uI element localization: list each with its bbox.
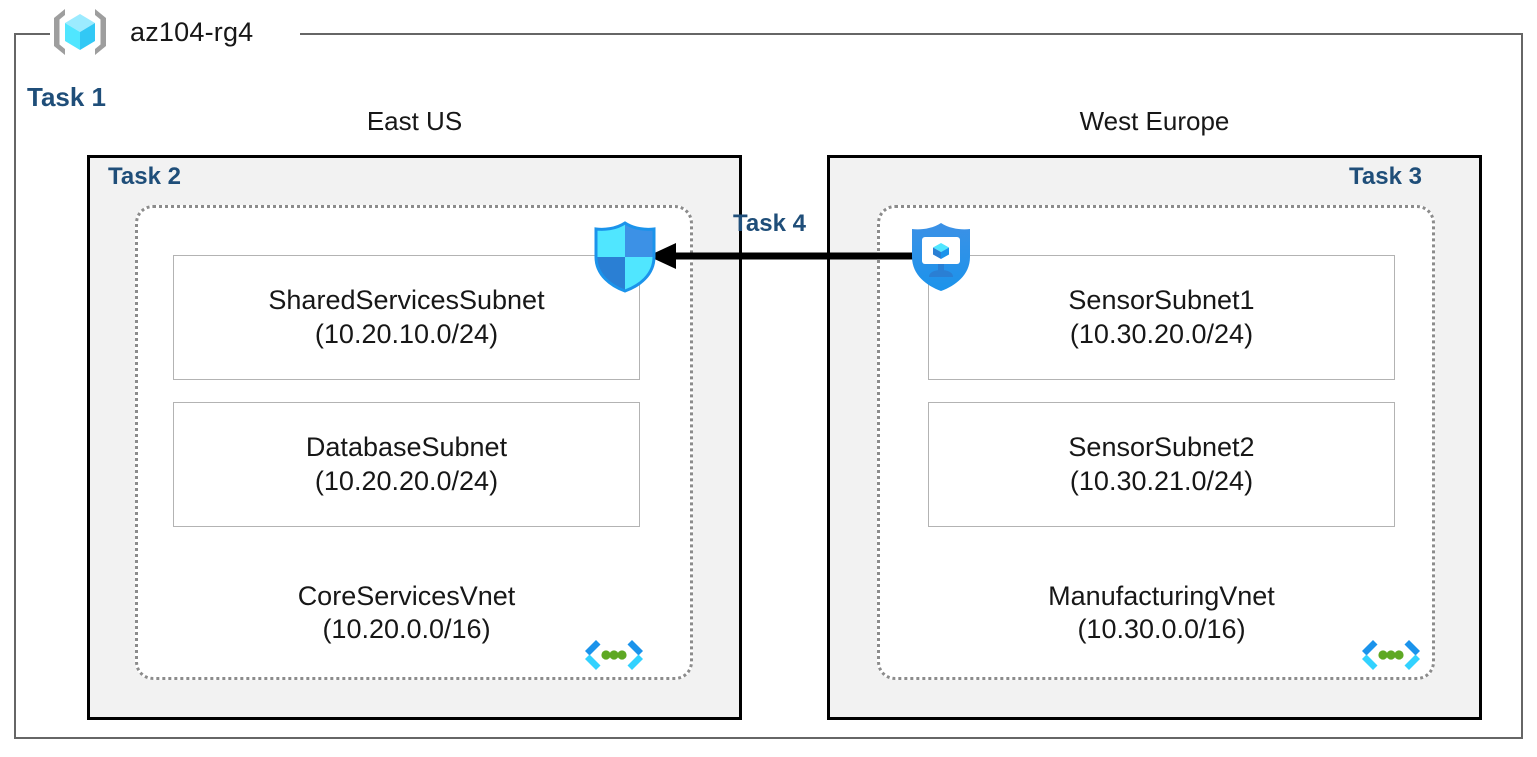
vnet-peering-arrow [630,236,930,276]
subnet-cidr: (10.30.21.0/24) [1069,465,1254,496]
vnet-name-text: ManufacturingVnet [1048,581,1275,611]
task-label-3: Task 3 [1349,163,1422,190]
subnet-name: DatabaseSubnet [305,432,508,463]
subnet-name: SensorSubnet1 [1068,285,1255,316]
vnet-address-space: (10.30.0.0/16) [1077,614,1246,645]
subnet-box-sensorsubnet1: SensorSubnet1 (10.30.20.0/24) [928,255,1395,380]
resource-group-header: az104-rg4 [48,2,253,62]
resource-group-name: az104-rg4 [130,16,254,47]
defender-monitor-shield-icon [908,221,974,293]
subnet-box-sharedservicessubnet: SharedServicesSubnet (10.20.10.0/24) [173,255,640,380]
task-label-1: Task 1 [27,82,107,112]
vnet-name-text: CoreServicesVnet [297,581,516,611]
task-label-4: Task 4 [733,210,806,237]
resource-group-frame-top-right [300,33,1523,35]
region-caption-west-europe: West Europe [1079,106,1230,136]
resource-group-cube-icon [48,4,112,60]
network-security-group-shield-icon [592,221,658,293]
subnet-cidr: (10.20.10.0/24) [314,318,499,349]
region-caption-east-us: East US [366,106,463,136]
vnet-name-coreservicesvnet: CoreServicesVnet (10.20.0.0/16) [173,580,640,647]
virtual-network-icon [578,634,650,684]
subnet-box-sensorsubnet2: SensorSubnet2 (10.30.21.0/24) [928,402,1395,527]
vnet-name-manufacturingvnet: ManufacturingVnet (10.30.0.0/16) [928,580,1395,647]
subnet-name: SharedServicesSubnet [268,285,545,316]
resource-group-frame-top-left [14,33,50,35]
resource-group-frame [14,33,1523,739]
subnet-cidr: (10.20.20.0/24) [314,465,499,496]
subnet-box-databasesubnet: DatabaseSubnet (10.20.20.0/24) [173,402,640,527]
task-label-2: Task 2 [108,163,181,190]
subnet-cidr: (10.30.20.0/24) [1069,318,1254,349]
vnet-address-space: (10.20.0.0/16) [322,614,491,645]
virtual-network-icon [1355,634,1427,684]
subnet-name: SensorSubnet2 [1068,432,1255,463]
